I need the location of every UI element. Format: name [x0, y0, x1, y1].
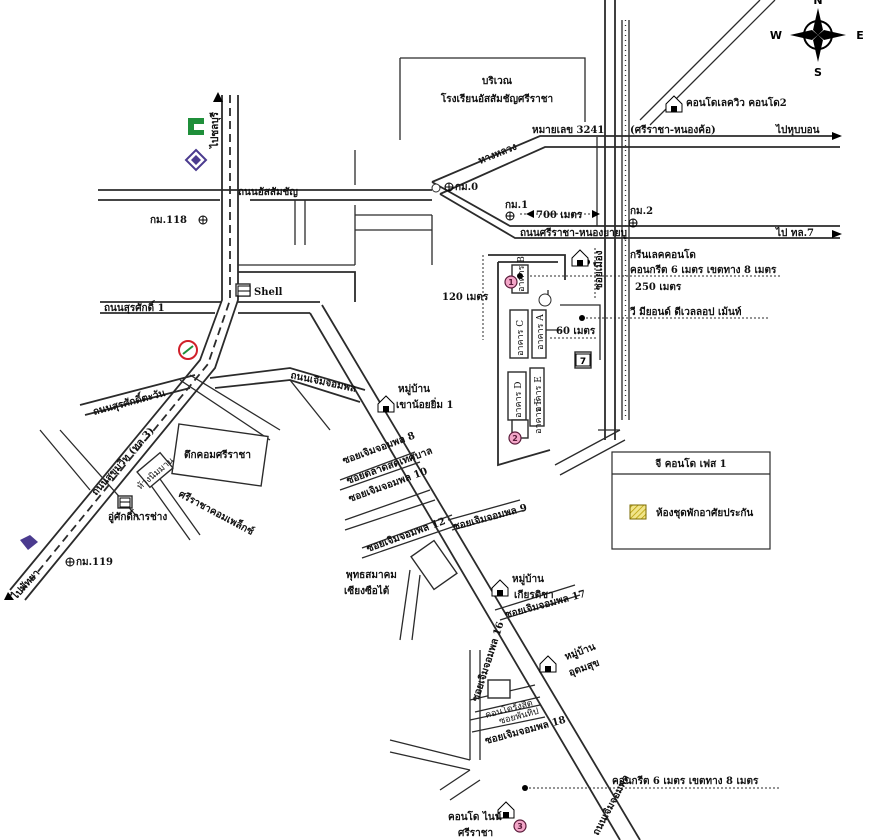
svg-text:7: 7 — [580, 357, 586, 367]
label-condo-view2: คอนโดเลควิว คอนโด2 — [686, 96, 787, 109]
label-temple-2: เซียงซือไต้ — [344, 584, 389, 597]
label-road-sriracha-nongyai: ถนนศรีราชา-หนองยายบู — [520, 227, 627, 240]
label-to-chonburi: ไปชลบุรี — [208, 111, 221, 149]
label-green-lake: กรีนเลคคอนโด — [630, 248, 696, 261]
roundabout-circle — [538, 293, 552, 307]
km-marker-icon — [198, 215, 208, 225]
km-marker-icon — [65, 557, 75, 567]
label-condo-nai: คอนโด ไนน์ — [448, 810, 502, 823]
roads — [9, 0, 840, 840]
label-bldg-d: อาคาร D — [514, 382, 524, 418]
compass-east: E — [856, 29, 864, 42]
label-dist120: 120 เมตร — [442, 292, 489, 303]
label-km118: กม.118 — [150, 215, 187, 226]
label-dist60: 60 เมตร — [556, 326, 596, 337]
label-hwy-b: หมายเลข 3241 — [532, 125, 604, 136]
compass-rose: N S W E — [770, 0, 864, 79]
label-dist250: 250 เมตร — [635, 282, 682, 293]
label-bldg-e: อาคาร E — [534, 376, 544, 412]
compass-north: N — [813, 0, 822, 7]
house-icon — [665, 95, 683, 113]
label-dist700: 700 เมตร — [536, 210, 583, 221]
pin-2[interactable]: 2 — [508, 431, 522, 445]
compass-south: S — [814, 66, 822, 79]
legend-title: จี คอนโด เฟส 1 — [655, 457, 726, 470]
label-shell: Shell — [254, 287, 283, 298]
house-icon — [491, 579, 509, 597]
label-bldg-b: อาคาร B — [517, 256, 527, 292]
house-icon — [571, 249, 589, 267]
direction-arrows — [4, 92, 842, 600]
label-hwy-a: ทางหลวง — [477, 141, 519, 166]
label-concrete-b: คอนกรีต 6 เมตร เขตทาง 8 เมตร — [612, 775, 759, 787]
svg-text:3: 3 — [517, 822, 523, 831]
marker-dot — [517, 273, 523, 279]
label-soi-mueng: ซอยเมือง — [593, 250, 605, 290]
label-garage: อู่ศักดิ์การช่าง — [108, 509, 167, 524]
label-to-pupbon: ไปหุบบอน — [775, 123, 820, 136]
label-school-1: บริเวณ — [482, 75, 513, 87]
svg-text:2: 2 — [512, 434, 518, 443]
label-concrete-a: คอนกรีต 6 เมตร เขตทาง 8 เมตร — [630, 264, 777, 276]
shell-station-icon — [237, 285, 251, 297]
legend-item: ห้องชุดพักอาศัยประกัน — [656, 507, 753, 519]
label-village-mid-2: เกียรติชา — [514, 589, 554, 601]
label-to-tl7: ไป ทล.7 — [775, 226, 814, 239]
label-village-north-2: เขาน้อยยิ่ม 1 — [396, 397, 453, 411]
label-hwy-c: (ศรีราชา-หนองค้อ) — [630, 124, 716, 136]
label-village-mid-1: หมู่บ้าน — [512, 573, 544, 586]
railway — [621, 20, 630, 420]
label-soi9: ซอยเจิมจอมพล 9 — [452, 502, 529, 533]
pin-3[interactable]: 3 — [513, 819, 527, 833]
legend-swatch — [629, 504, 647, 520]
bank-green-icon — [186, 116, 206, 136]
km-marker-icon — [628, 218, 638, 228]
label-vision: วี มียอนด์ ดีเวลลอป เม้นท์ — [630, 306, 742, 318]
house-icon — [377, 395, 395, 413]
label-road-surasak1: ถนนสุรศักดิ์ 1 — [104, 300, 165, 314]
legend: จี คอนโด เฟส 1 ห้องชุดพักอาศัยประกัน — [611, 451, 771, 550]
label-bldg-c: อาคาร C — [516, 320, 526, 356]
km-marker-icon — [505, 211, 515, 221]
label-village-north-1: หมู่บ้าน — [398, 383, 430, 396]
label-sriracha: ศรีราชา — [458, 827, 493, 839]
label-bldg-a: อาคาร A — [536, 314, 546, 350]
label-km2: กม.2 — [630, 206, 653, 217]
seven-eleven-icon: 7 — [575, 353, 591, 367]
bank-kasikorn-icon — [178, 340, 198, 360]
compass-west: W — [770, 29, 782, 42]
house-icon — [497, 801, 515, 819]
bank-scb-icon — [20, 535, 38, 550]
marker-dot — [522, 785, 528, 791]
label-km1: กม.1 — [505, 200, 528, 211]
label-road-assumption: ถนนอัสสัมชัญ — [238, 186, 298, 198]
pin-1[interactable]: 1 — [504, 275, 518, 289]
marker-dot — [579, 315, 585, 321]
house-icon — [539, 655, 557, 673]
svg-text:1: 1 — [508, 278, 514, 287]
label-school-2: โรงเรียนอัสสัมชัญศรีราชา — [440, 92, 553, 105]
label-km119: กม.119 — [76, 557, 113, 568]
junction-circle — [431, 183, 441, 193]
label-tuek-com: ตึกคอมศรีราชา — [184, 449, 251, 461]
km-marker-icon — [444, 182, 454, 192]
bank-purple-lotus-icon — [184, 148, 208, 172]
label-bldg-f: อาคาร F — [534, 399, 544, 434]
label-km0: กม.0 — [455, 182, 478, 193]
label-temple-1: พุทธสมาคม — [346, 570, 397, 581]
label-sriracha-com-mall: ศรีราชาคอมเพล็กซ์ — [177, 486, 257, 538]
garage-icon — [119, 497, 131, 508]
